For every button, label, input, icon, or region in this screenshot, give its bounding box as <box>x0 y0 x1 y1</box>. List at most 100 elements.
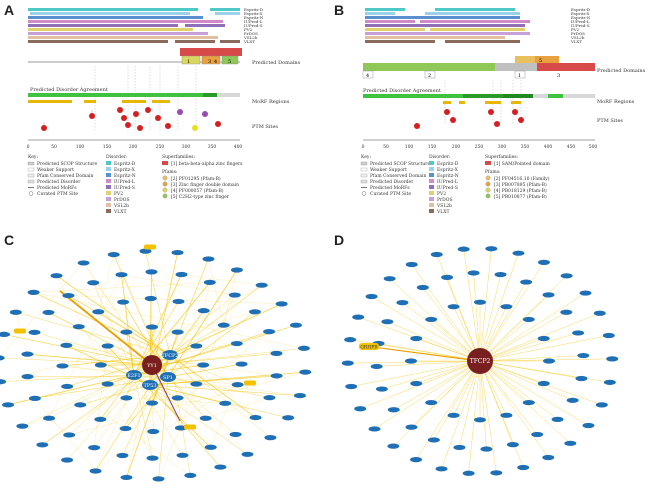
network-node[interactable] <box>560 273 573 279</box>
network-node[interactable] <box>263 329 276 335</box>
network-node[interactable] <box>0 331 11 338</box>
network-node[interactable] <box>441 274 454 280</box>
network-node[interactable] <box>241 451 254 457</box>
network-node[interactable] <box>383 276 396 282</box>
network-node[interactable] <box>297 345 310 351</box>
network-node[interactable] <box>537 380 550 387</box>
network-node[interactable] <box>520 279 533 285</box>
network-node[interactable] <box>50 273 63 279</box>
network-node[interactable] <box>579 290 592 296</box>
network-node[interactable] <box>416 284 429 291</box>
network-node[interactable] <box>474 299 486 305</box>
network-node[interactable] <box>537 335 550 342</box>
network-node[interactable] <box>184 424 196 430</box>
network-node[interactable] <box>101 381 114 387</box>
network-node[interactable] <box>387 443 400 449</box>
network-node[interactable] <box>551 416 564 422</box>
network-node[interactable] <box>190 343 203 349</box>
network-node[interactable] <box>72 324 85 330</box>
hub-node[interactable] <box>126 370 142 380</box>
network-node[interactable] <box>405 261 418 268</box>
network-node[interactable] <box>56 363 69 369</box>
network-node[interactable] <box>146 455 159 461</box>
network-node[interactable] <box>107 251 120 258</box>
network-node[interactable] <box>410 380 423 387</box>
network-node[interactable] <box>9 309 22 315</box>
network-node[interactable] <box>427 437 440 443</box>
network-node[interactable] <box>152 476 165 482</box>
network-node[interactable] <box>203 279 216 285</box>
network-node[interactable] <box>228 292 241 298</box>
network-node[interactable] <box>506 442 519 448</box>
network-node[interactable] <box>500 304 513 310</box>
side-node[interactable] <box>359 343 379 350</box>
network-node[interactable] <box>543 358 555 364</box>
hub-node[interactable] <box>142 380 158 390</box>
network-node[interactable] <box>16 423 29 429</box>
network-node[interactable] <box>175 271 188 278</box>
network-node[interactable] <box>43 415 56 421</box>
network-node[interactable] <box>365 293 378 300</box>
network-node[interactable] <box>575 375 588 382</box>
network-node[interactable] <box>42 309 55 316</box>
network-node[interactable] <box>144 244 156 250</box>
network-node[interactable] <box>88 445 101 451</box>
network-node[interactable] <box>231 382 244 388</box>
network-node[interactable] <box>264 435 277 441</box>
network-node[interactable] <box>174 425 187 431</box>
network-node[interactable] <box>542 292 555 298</box>
network-node[interactable] <box>77 260 90 266</box>
network-node[interactable] <box>270 350 283 356</box>
network-node[interactable] <box>453 444 466 451</box>
network-node[interactable] <box>248 309 261 315</box>
network-node[interactable] <box>176 452 189 458</box>
network-node[interactable] <box>410 335 423 342</box>
network-node[interactable] <box>119 425 132 432</box>
network-node[interactable] <box>28 329 41 335</box>
network-node[interactable] <box>480 446 493 452</box>
network-node[interactable] <box>101 343 114 349</box>
network-node[interactable] <box>425 316 438 323</box>
network-node[interactable] <box>115 272 128 278</box>
network-node[interactable] <box>94 416 107 422</box>
network-node[interactable] <box>89 468 102 474</box>
hub-node[interactable] <box>160 372 176 382</box>
network-node[interactable] <box>14 328 26 334</box>
network-node[interactable] <box>537 259 550 265</box>
network-node[interactable] <box>184 472 197 479</box>
network-node[interactable] <box>474 417 486 423</box>
network-node[interactable] <box>28 395 41 401</box>
network-node[interactable] <box>299 369 312 375</box>
network-node[interactable] <box>146 324 158 330</box>
network-node[interactable] <box>425 399 438 406</box>
network-node[interactable] <box>282 415 295 421</box>
network-node[interactable] <box>370 363 383 370</box>
network-node[interactable] <box>522 316 535 323</box>
network-node[interactable] <box>410 457 423 463</box>
network-node[interactable] <box>219 400 232 406</box>
network-node[interactable] <box>204 444 217 450</box>
network-node[interactable] <box>146 400 158 406</box>
network-node[interactable] <box>566 397 579 403</box>
network-node[interactable] <box>494 271 507 278</box>
network-node[interactable] <box>375 386 388 392</box>
network-node[interactable] <box>405 358 417 364</box>
hub-node[interactable] <box>467 348 493 374</box>
network-node[interactable] <box>462 470 475 476</box>
network-node[interactable] <box>139 248 152 254</box>
network-node[interactable] <box>522 399 535 406</box>
network-node[interactable] <box>144 295 157 302</box>
network-node[interactable] <box>214 464 227 470</box>
network-node[interactable] <box>171 329 184 335</box>
network-node[interactable] <box>60 342 73 348</box>
network-node[interactable] <box>572 330 585 336</box>
network-node[interactable] <box>595 402 608 408</box>
network-node[interactable] <box>517 464 530 471</box>
network-node[interactable] <box>229 431 242 438</box>
network-node[interactable] <box>199 415 212 421</box>
network-node[interactable] <box>542 454 555 461</box>
network-node[interactable] <box>172 298 185 305</box>
network-node[interactable] <box>0 379 7 385</box>
network-node[interactable] <box>447 412 460 418</box>
network-node[interactable] <box>447 304 460 310</box>
